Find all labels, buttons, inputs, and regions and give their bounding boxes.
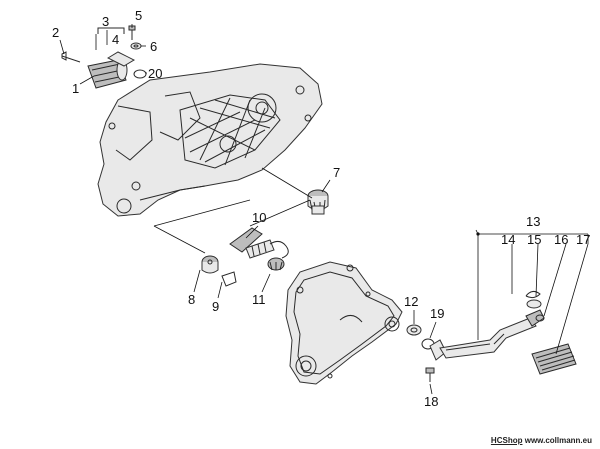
screw-part-5 <box>128 25 136 40</box>
bracket-part-3 <box>97 27 125 34</box>
oring-part-20 <box>133 69 147 79</box>
spring-part-14 <box>525 290 541 299</box>
starter-motor <box>87 59 128 89</box>
callout-2: 2 <box>52 25 59 40</box>
callout-11: 11 <box>252 292 266 307</box>
kick-lever-part-13 <box>429 309 545 361</box>
idler-gear-part-8 <box>201 255 219 274</box>
drive-gear-part-7 <box>307 189 329 215</box>
callout-6: 6 <box>150 39 157 54</box>
callout-18: 18 <box>424 394 438 409</box>
callout-4: 4 <box>112 32 119 47</box>
crankcase-housing <box>97 63 323 217</box>
callout-12: 12 <box>404 294 418 309</box>
watermark-footer: HCShop www.collmann.eu <box>491 436 592 445</box>
callout-3: 3 <box>102 14 109 29</box>
bolt-part-18 <box>425 367 435 382</box>
callout-14: 14 <box>501 232 515 247</box>
washer-part-12 <box>406 324 422 336</box>
bolt-part-2 <box>61 51 81 63</box>
leader-lines <box>59 24 589 395</box>
callout-5: 5 <box>135 8 142 23</box>
callout-labels: 1 2 3 4 5 6 20 7 10 8 9 11 12 19 18 13 1… <box>52 8 590 409</box>
pin-part-16 <box>535 314 545 322</box>
ball-part-15 <box>526 299 542 309</box>
cable-clip-part-4 <box>106 51 136 67</box>
callout-20: 20 <box>148 66 162 81</box>
starter-bendix-part-10 <box>229 227 289 259</box>
footer-url: www.collmann.eu <box>524 436 592 445</box>
callout-8: 8 <box>188 292 195 307</box>
callout-9: 9 <box>212 299 219 314</box>
callout-7: 7 <box>333 165 340 180</box>
spring-gear-part-11 <box>267 257 285 271</box>
callout-1: 1 <box>72 81 79 96</box>
callout-16: 16 <box>554 232 568 247</box>
washer-part-6 <box>130 42 142 50</box>
callout-19: 19 <box>430 306 444 321</box>
callout-13: 13 <box>526 214 540 229</box>
callout-15: 15 <box>527 232 541 247</box>
transmission-cover <box>285 261 403 385</box>
callout-10: 10 <box>252 210 266 225</box>
washer-part-9 <box>221 271 237 287</box>
footer-shop-name: HCShop <box>490 436 523 445</box>
callout-17: 17 <box>576 232 590 247</box>
rubber-pedal-part-17 <box>531 343 577 375</box>
